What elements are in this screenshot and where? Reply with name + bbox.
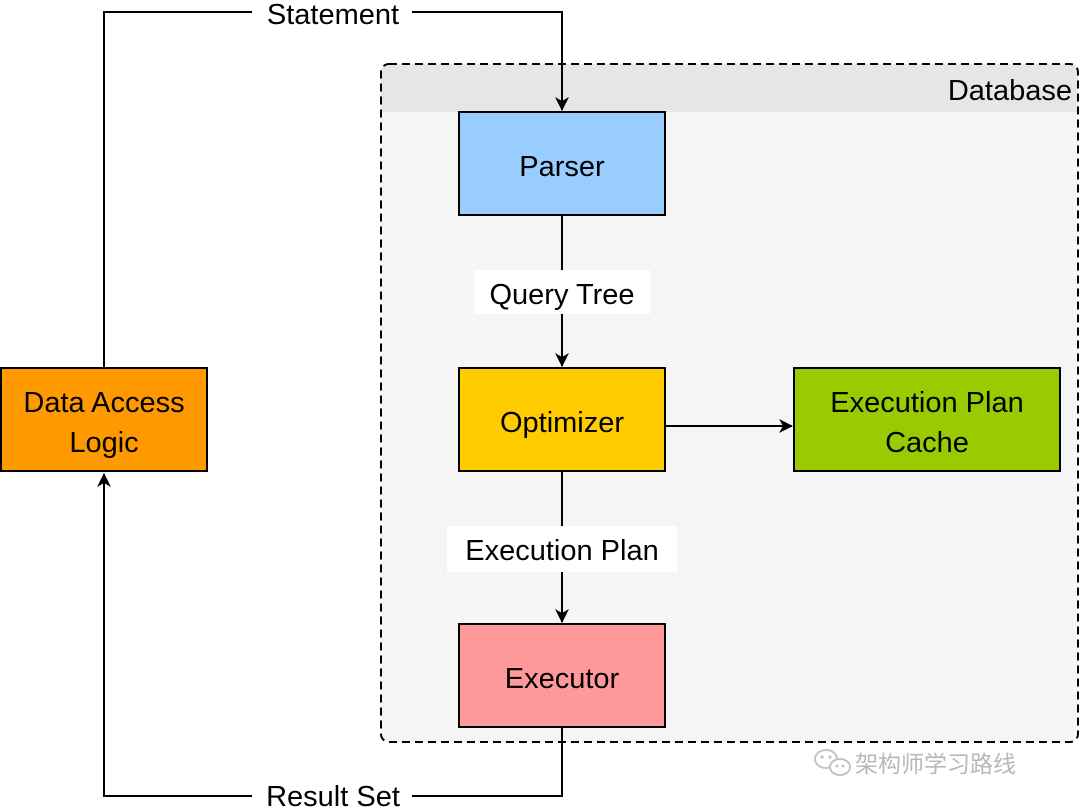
optimizer-label: Optimizer — [500, 407, 624, 439]
executor-box — [458, 623, 666, 728]
execution-plan-edge-label: Execution Plan — [465, 535, 658, 567]
database-label: Database — [948, 75, 1072, 107]
chat-bubble-icon — [814, 749, 851, 776]
data-access-logic-box — [0, 367, 208, 472]
executor-node: Executor — [458, 623, 666, 728]
parser-node: Parser — [458, 111, 666, 216]
execution-plan-cache-box — [793, 367, 1061, 472]
optimizer-node: Optimizer — [458, 367, 666, 472]
data-access-logic-node: Data Access Logic — [0, 367, 208, 472]
watermark-text: 架构师学习路线 — [855, 752, 1016, 778]
statement-edge-label: Statement — [267, 0, 399, 31]
execution-plan-cache-node: Execution Plan Cache — [793, 367, 1061, 472]
watermark: 架构师学习路线 — [814, 749, 1016, 778]
execution-plan-cache-label-line1: Execution Plan — [830, 387, 1023, 419]
execution-plan-cache-label-line2: Cache — [885, 427, 969, 459]
database-container: Database — [380, 63, 1079, 743]
optimizer-box — [458, 367, 666, 472]
data-access-logic-label-line1: Data Access — [23, 387, 184, 419]
parser-box — [458, 111, 666, 216]
executor-label: Executor — [505, 663, 620, 695]
query-tree-edge-label: Query Tree — [489, 279, 634, 311]
edges: Statement Query Tree Execution Plan Resu… — [97, 0, 793, 809]
result-set-edge-label: Result Set — [266, 781, 400, 809]
data-access-logic-label-line2: Logic — [69, 427, 138, 459]
parser-label: Parser — [519, 151, 605, 183]
